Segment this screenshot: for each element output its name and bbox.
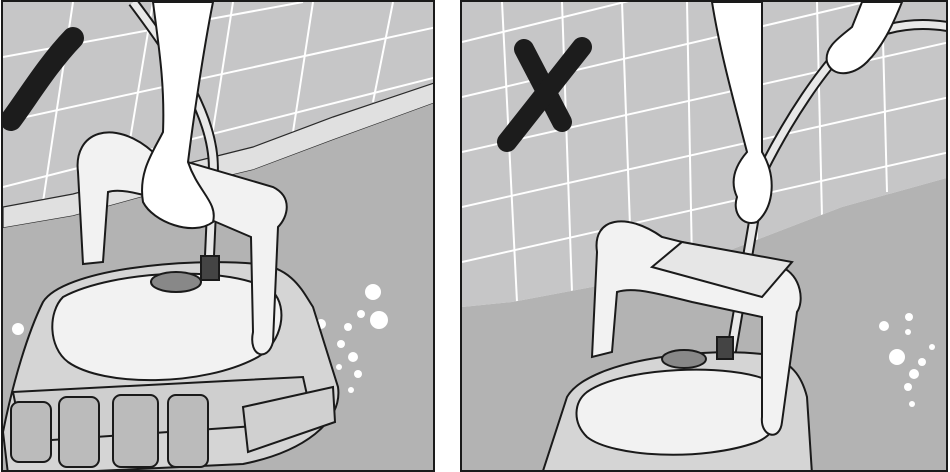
incorrect-lifting-panel: incorrect	[460, 0, 948, 472]
correct-lifting-panel: correct	[1, 0, 435, 472]
incorrect-lifting-illustration	[462, 2, 948, 472]
correct-lifting-illustration	[3, 2, 435, 472]
